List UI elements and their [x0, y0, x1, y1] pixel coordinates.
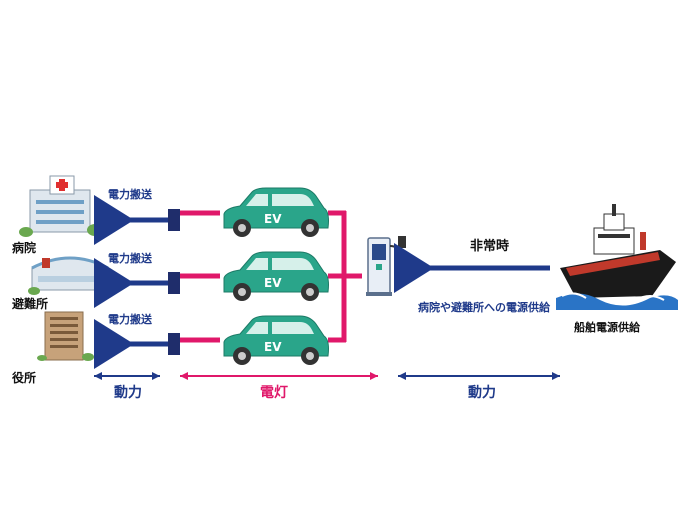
legend-arrow-left: [94, 372, 160, 380]
building-label-office: 役所: [12, 371, 37, 385]
legend-arrow-middle: [180, 372, 378, 380]
legend-arrow-right: [398, 372, 560, 380]
legend-label-middle: 電灯: [260, 385, 288, 401]
building-label-shelter: 避難所: [12, 297, 49, 311]
shelter-icon: [28, 256, 111, 295]
ev-car-2: [223, 251, 329, 301]
office-building-icon: [37, 311, 94, 361]
transport-label-2: 電力搬送: [108, 252, 152, 265]
charging-station-icon: [366, 236, 406, 296]
hospital-icon: [19, 175, 103, 237]
ev-label-1: EV: [264, 212, 282, 226]
connector-2: [168, 272, 180, 294]
ev-label-3: EV: [264, 340, 282, 354]
emergency-label: 非常時: [470, 239, 510, 254]
ev-car-1: [223, 187, 329, 237]
ev-label-2: EV: [264, 276, 282, 290]
transport-label-3: 電力搬送: [108, 313, 152, 326]
supply-label: 病院や避難所への電源供給: [418, 301, 550, 314]
legend-label-right: 動力: [468, 385, 496, 401]
connector-1: [168, 209, 180, 231]
building-label-hospital: 病院: [12, 241, 37, 255]
ship-label: 船舶電源供給: [574, 321, 640, 334]
connector-3: [168, 333, 180, 355]
power-bus: [328, 210, 362, 343]
ship-icon: [556, 204, 678, 310]
ev-car-3: [223, 315, 329, 365]
transport-label-1: 電力搬送: [108, 188, 152, 201]
legend-label-left: 動力: [114, 385, 142, 401]
